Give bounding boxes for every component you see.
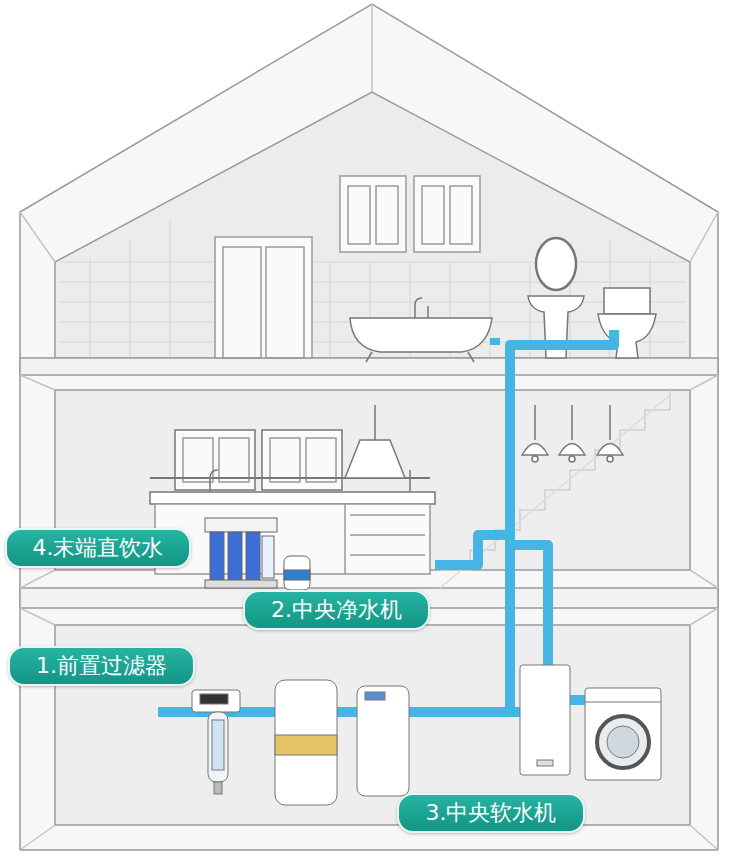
callout-box: 1.前置过滤器 [8,646,195,686]
callout-text: 2.中央净水机 [271,598,402,622]
callout-text: 3.中央软水机 [426,801,557,825]
callout-box: 2.中央净水机 [243,590,430,630]
callout-box: 4.末端直饮水 [5,528,191,568]
callout-text: 4.末端直饮水 [33,536,164,560]
callout-text: 1.前置过滤器 [36,654,167,678]
callout-box: 3.中央软水机 [397,793,585,833]
